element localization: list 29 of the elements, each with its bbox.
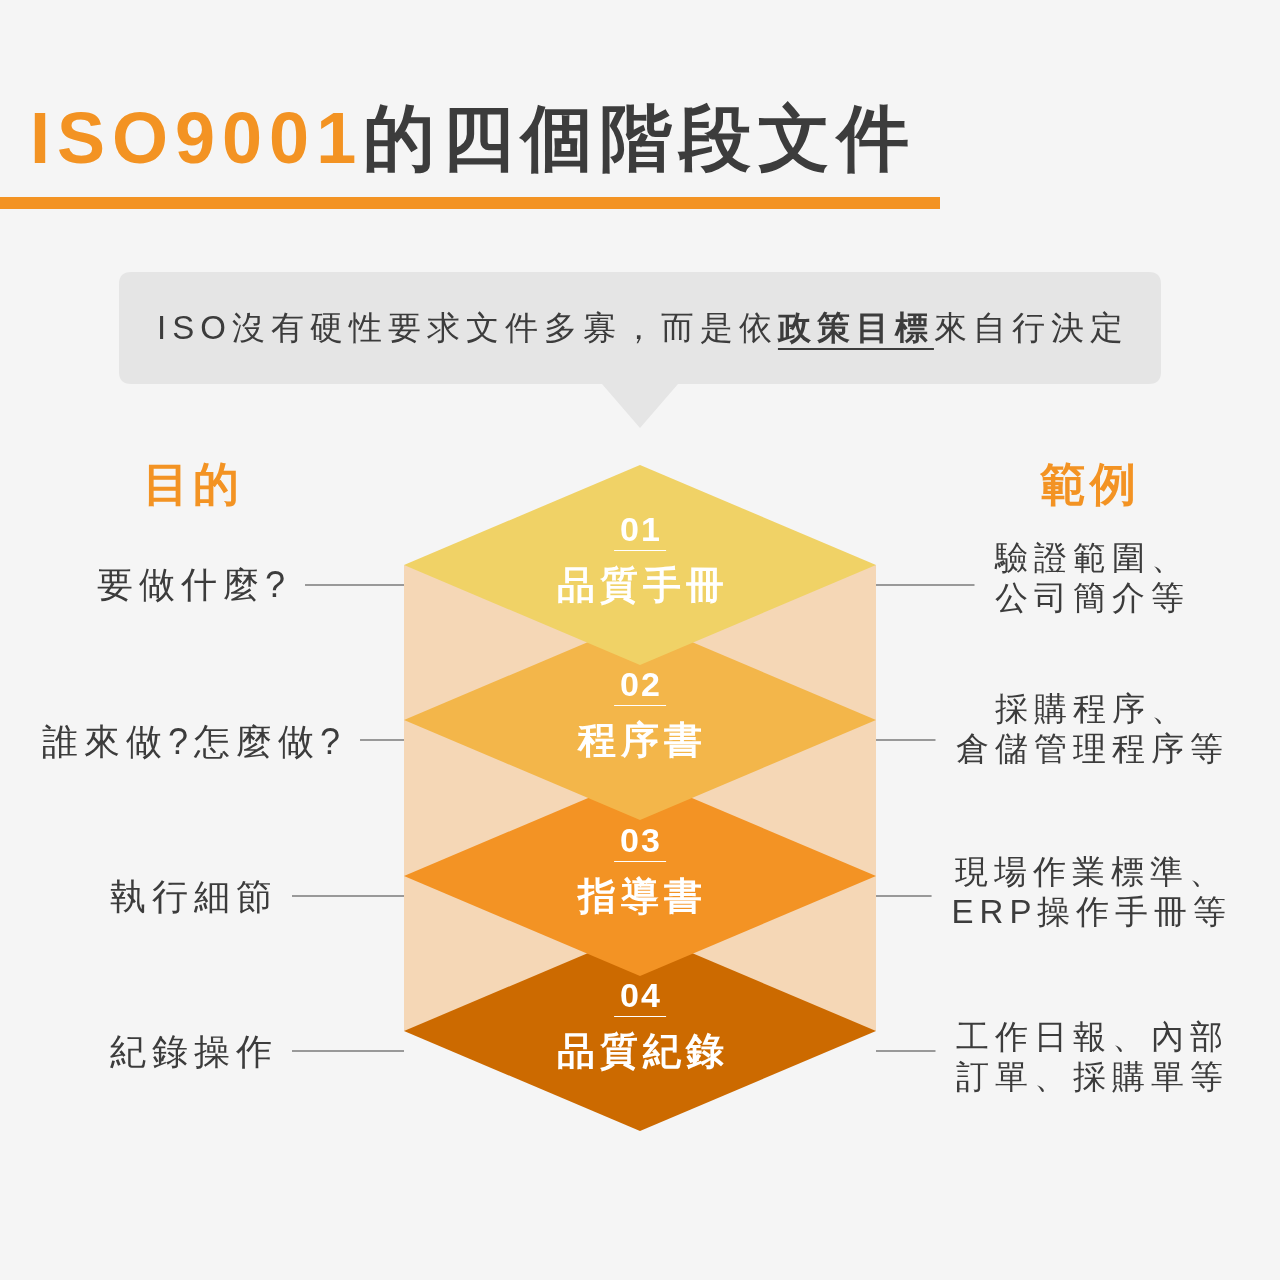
title: ISO9001的四個階段文件: [30, 98, 917, 178]
step-title: 指導書: [576, 874, 707, 918]
example-text: 驗證範圍、公司簡介等: [988, 538, 1190, 618]
column-heading: 範例: [1039, 458, 1140, 510]
step-number: 01: [614, 511, 666, 551]
leader-line: [304, 584, 405, 586]
example-text: 現場作業標準、ERP操作手冊等: [945, 852, 1233, 932]
step-title: 品質紀錄: [555, 1029, 729, 1073]
step-number: 03: [614, 822, 666, 862]
column-heading: 目的: [142, 458, 243, 510]
example-text: 工作日報、內部訂單、採購單等: [949, 1017, 1229, 1097]
leader-line: [291, 895, 405, 897]
leader-line: [875, 1050, 937, 1052]
leader-line: [875, 895, 933, 897]
step-number: 02: [614, 666, 666, 706]
step-title: 程序書: [576, 718, 707, 762]
purpose-text: 紀錄操作: [104, 1030, 278, 1074]
purpose-text: 執行細節: [104, 875, 278, 919]
step-title: 品質手冊: [555, 563, 729, 607]
leader-line: [359, 739, 405, 741]
purpose-text: 要做什麼?: [91, 563, 291, 607]
leader-line: [875, 739, 937, 741]
purpose-text: 誰來做?怎麼做?: [36, 720, 346, 764]
leader-line: [291, 1050, 405, 1052]
diamond-shape: [404, 465, 876, 665]
step-number: 04: [614, 977, 666, 1017]
bubble-text: ISO沒有硬性要求文件多寡，而是依政策目標來自行決定: [156, 308, 1129, 348]
leader-line: [875, 584, 976, 586]
example-text: 採購程序、倉儲管理程序等: [949, 689, 1229, 769]
